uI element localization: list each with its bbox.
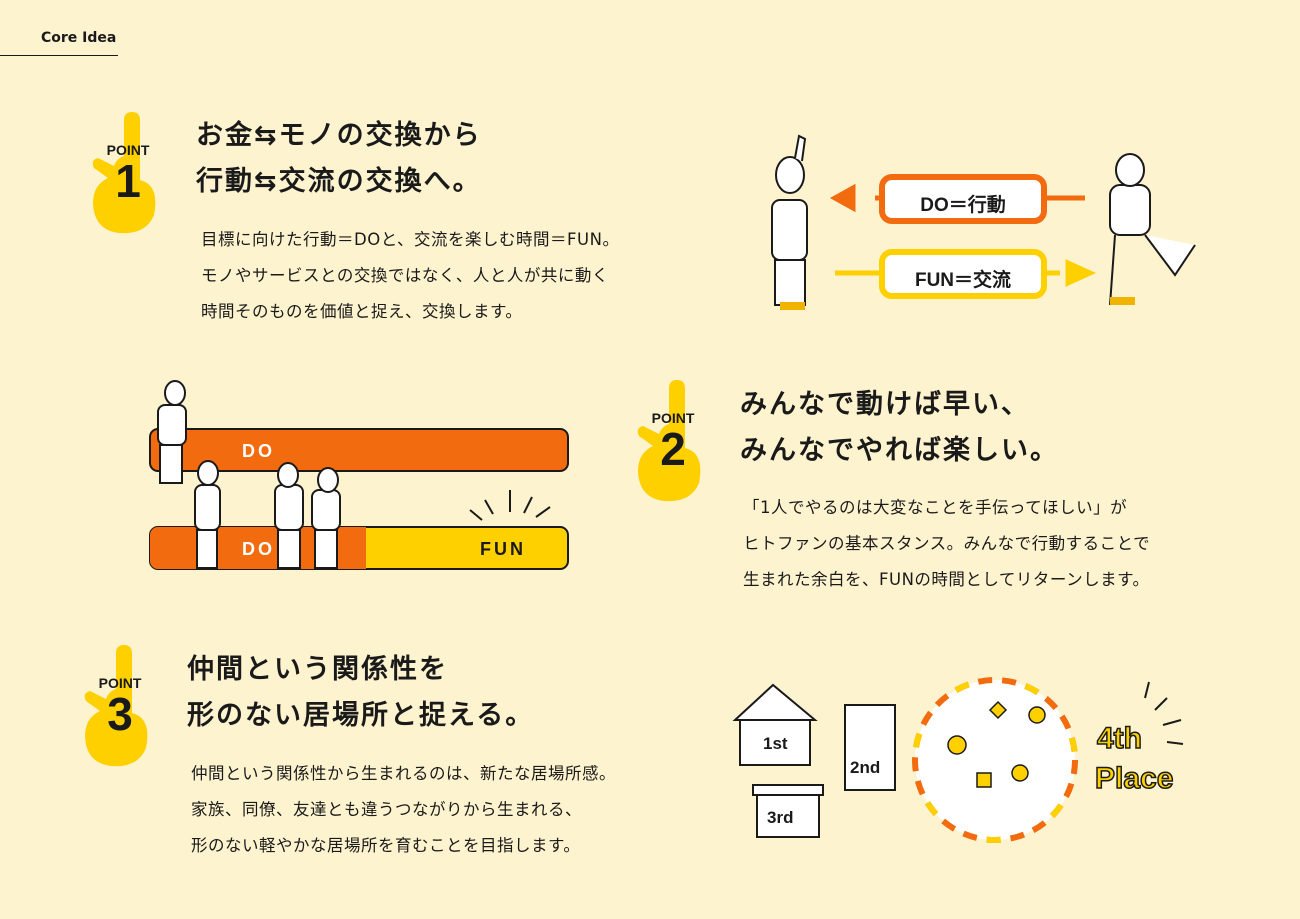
do-fun-bars-illustration: DO DO FUN bbox=[140, 375, 580, 575]
bar-do-label: DO bbox=[242, 441, 275, 461]
body-line: ヒトファンの基本スタンス。みんなで行動することで bbox=[743, 534, 1151, 553]
point-3-body: 仲間という関係性から生まれるのは、新たな居場所感。 家族、同僚、友達とも違うつな… bbox=[191, 756, 616, 864]
title-line: みんなでやれば楽しい。 bbox=[740, 435, 1059, 466]
pointing-hand-icon bbox=[84, 645, 148, 767]
header-divider bbox=[0, 55, 118, 56]
body-line: 仲間という関係性から生まれるのは、新たな居場所感。 bbox=[191, 764, 616, 783]
body-line: 時間そのものを価値と捉え、交換します。 bbox=[201, 302, 523, 321]
body-line: 「1人でやるのは大変なことを手伝ってほしい」が bbox=[743, 498, 1128, 517]
section-label: Core Idea bbox=[41, 30, 117, 46]
places-drawing bbox=[732, 677, 1184, 843]
point-2-title: みんなで動けば早い、 みんなでやれば楽しい。 bbox=[740, 382, 1059, 474]
point-3-badge: POINT 3 bbox=[80, 643, 160, 767]
bars-drawing bbox=[149, 380, 569, 570]
bar-fun-label: FUN bbox=[480, 539, 526, 559]
point-number: 2 bbox=[660, 423, 686, 475]
people-arrows-drawing bbox=[771, 134, 1196, 310]
point-3-title: 仲間という関係性を 形のない居場所と捉える。 bbox=[187, 647, 534, 739]
do-label: DO＝行動 bbox=[920, 195, 1006, 216]
title-line: 仲間という関係性を bbox=[187, 654, 448, 685]
title-line: 行動⇆交流の交換へ。 bbox=[196, 166, 482, 197]
bar-do-label-2: DO bbox=[242, 539, 275, 559]
body-line: 目標に向けた行動＝DOと、交流を楽しむ時間＝FUN。 bbox=[201, 230, 620, 249]
fourth-place-illustration: 1st 2nd 3rd 4th Place bbox=[725, 670, 1215, 850]
point-label: POINT bbox=[651, 410, 695, 426]
body-line: モノやサービスとの交換ではなく、人と人が共に動く bbox=[201, 266, 609, 285]
pointing-hand-icon bbox=[92, 112, 156, 234]
title-line: 形のない居場所と捉える。 bbox=[187, 700, 535, 731]
place-label: Place bbox=[1094, 761, 1174, 796]
pointing-hand-icon bbox=[637, 380, 701, 502]
point-1-body: 目標に向けた行動＝DOと、交流を楽しむ時間＝FUN。 モノやサービスとの交換では… bbox=[201, 222, 619, 330]
first-place-label: 1st bbox=[763, 734, 788, 753]
point-1-badge: POINT 1 bbox=[88, 110, 168, 234]
do-fun-exchange-illustration: DO＝行動 FUN＝交流 bbox=[740, 130, 1210, 320]
title-line: みんなで動けば早い、 bbox=[740, 389, 1030, 420]
body-line: 生まれた余白を、FUNの時間としてリターンします。 bbox=[743, 570, 1150, 589]
point-1-title: お金⇆モノの交換から 行動⇆交流の交換へ。 bbox=[196, 113, 482, 205]
point-2-badge: POINT 2 bbox=[633, 378, 713, 502]
point-label: POINT bbox=[106, 142, 150, 158]
second-place-label: 2nd bbox=[850, 758, 881, 777]
fun-label: FUN＝交流 bbox=[914, 270, 1012, 291]
point-number: 1 bbox=[115, 155, 141, 207]
point-label: POINT bbox=[98, 675, 142, 691]
body-line: 形のない軽やかな居場所を育むことを目指します。 bbox=[191, 836, 581, 855]
title-line: お金⇆モノの交換から bbox=[196, 120, 482, 151]
point-2-body: 「1人でやるのは大変なことを手伝ってほしい」が ヒトファンの基本スタンス。みんな… bbox=[743, 490, 1150, 598]
point-number: 3 bbox=[107, 688, 133, 740]
fourth-label: 4th bbox=[1096, 721, 1143, 756]
body-line: 家族、同僚、友達とも違うつながりから生まれる、 bbox=[191, 800, 582, 819]
third-place-label: 3rd bbox=[767, 808, 794, 827]
